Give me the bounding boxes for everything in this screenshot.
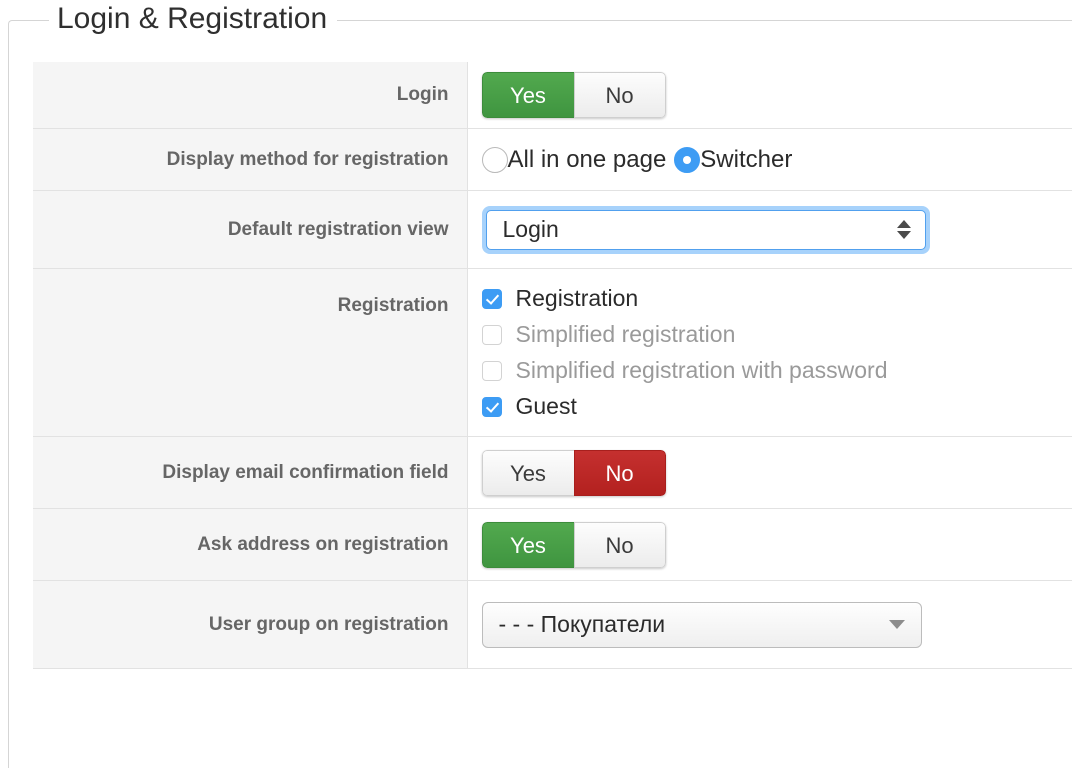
radio-label: Switcher <box>700 146 800 174</box>
setting-value-default-view: Login <box>467 191 1072 269</box>
setting-value-email-confirmation: Yes No <box>467 437 1072 509</box>
checkbox-item-simplified-registration-with-password[interactable]: Simplified registration with password <box>482 353 1072 389</box>
login-toggle[interactable]: Yes No <box>482 72 666 118</box>
login-toggle-yes[interactable]: Yes <box>482 72 574 118</box>
table-row: User group on registration - - - Покупат… <box>33 581 1072 669</box>
checkbox-label: Guest <box>502 393 577 420</box>
table-row: Default registration view Login <box>33 191 1072 269</box>
setting-value-registration: Registration Simplified registration Sim… <box>467 269 1072 437</box>
setting-label-user-group: User group on registration <box>33 581 467 669</box>
table-row: Ask address on registration Yes No <box>33 509 1072 581</box>
checkbox-label: Simplified registration with password <box>502 357 888 384</box>
checkbox-item-guest[interactable]: Guest <box>482 389 1072 425</box>
chevron-up-icon <box>897 220 911 228</box>
radio-unchecked-icon[interactable] <box>482 147 508 173</box>
user-group-select[interactable]: - - - Покупатели <box>482 602 922 648</box>
checkbox-item-simplified-registration[interactable]: Simplified registration <box>482 317 1072 353</box>
radio-checked-icon[interactable] <box>674 147 700 173</box>
radio-option-switcher[interactable]: Switcher <box>674 146 800 174</box>
setting-label-login: Login <box>33 62 467 129</box>
setting-label-ask-address: Ask address on registration <box>33 509 467 581</box>
table-row: Display email confirmation field Yes No <box>33 437 1072 509</box>
ask-address-toggle[interactable]: Yes No <box>482 522 666 568</box>
radio-option-all-in-one-page[interactable]: All in one page <box>482 146 675 174</box>
default-registration-view-select[interactable]: Login <box>486 210 926 250</box>
table-row: Registration Registration Simplified reg… <box>33 269 1072 437</box>
chevron-down-icon <box>897 231 911 239</box>
ask-address-toggle-yes[interactable]: Yes <box>482 522 574 568</box>
stepper-arrows-icon[interactable] <box>897 220 911 239</box>
email-confirmation-toggle-yes[interactable]: Yes <box>482 450 574 496</box>
chevron-down-icon[interactable] <box>889 620 905 629</box>
email-confirmation-toggle[interactable]: Yes No <box>482 450 666 496</box>
setting-value-ask-address: Yes No <box>467 509 1072 581</box>
display-method-radio-group: All in one page Switcher <box>482 146 1072 174</box>
settings-table: Login Yes No Display method for registra… <box>33 62 1072 669</box>
page-title: Login & Registration <box>49 0 337 39</box>
table-row: Login Yes No <box>33 62 1072 129</box>
select-value: - - - Покупатели <box>499 611 666 638</box>
setting-label-registration: Registration <box>33 269 467 437</box>
checkbox-item-registration[interactable]: Registration <box>482 281 1072 317</box>
setting-label-display-method: Display method for registration <box>33 129 467 191</box>
email-confirmation-toggle-no[interactable]: No <box>574 450 666 496</box>
setting-label-email-confirmation: Display email confirmation field <box>33 437 467 509</box>
checkbox-label: Simplified registration <box>502 321 736 348</box>
select-value: Login <box>503 216 559 243</box>
radio-label: All in one page <box>508 146 675 174</box>
setting-value-login: Yes No <box>467 62 1072 129</box>
checkbox-unchecked-icon[interactable] <box>482 361 502 381</box>
setting-value-user-group: - - - Покупатели <box>467 581 1072 669</box>
checkbox-checked-icon[interactable] <box>482 289 502 309</box>
setting-value-display-method: All in one page Switcher <box>467 129 1072 191</box>
table-row: Display method for registration All in o… <box>33 129 1072 191</box>
ask-address-toggle-no[interactable]: No <box>574 522 666 568</box>
checkbox-unchecked-icon[interactable] <box>482 325 502 345</box>
checkbox-label: Registration <box>502 285 639 312</box>
default-registration-view-focus-ring: Login <box>482 206 930 254</box>
setting-label-default-view: Default registration view <box>33 191 467 269</box>
checkbox-checked-icon[interactable] <box>482 397 502 417</box>
registration-checkbox-list: Registration Simplified registration Sim… <box>482 281 1072 425</box>
login-toggle-no[interactable]: No <box>574 72 666 118</box>
